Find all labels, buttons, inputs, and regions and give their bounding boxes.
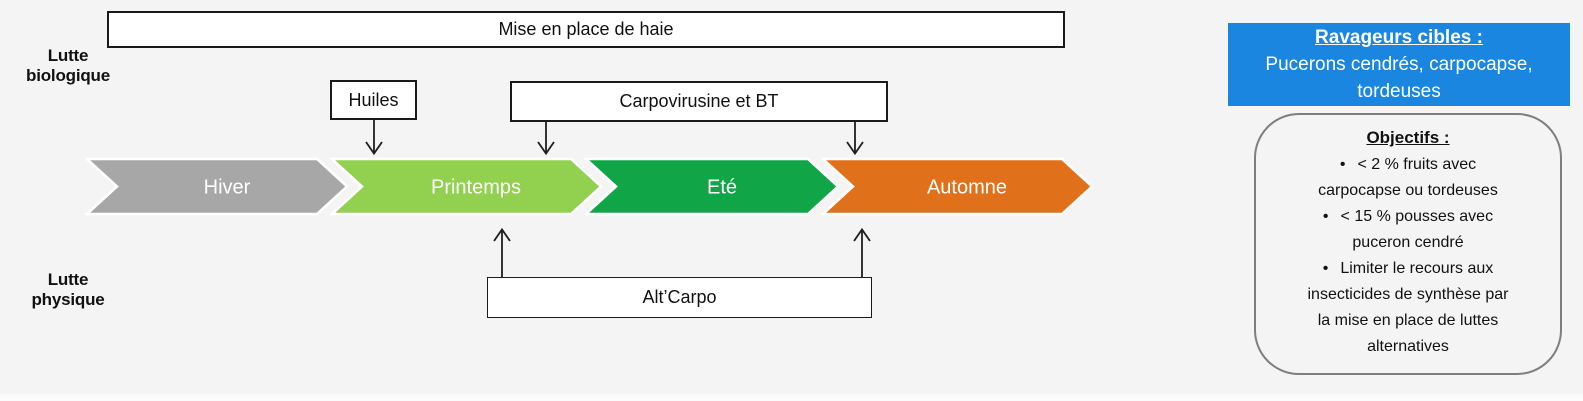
huiles-down-arrow xyxy=(365,120,383,156)
bullet-icon: • xyxy=(1322,208,1329,225)
altcarpo-box: Alt’Carpo xyxy=(487,277,872,318)
haie-box-label: Mise en place de haie xyxy=(498,19,674,39)
objectif-item-text: < 2 % fruits avec carpocapse ou tordeuse… xyxy=(1318,156,1498,199)
huiles-box-label: Huiles xyxy=(348,89,399,110)
ravageurs-cibles-text: Pucerons cendrés, carpocapse, tordeuses xyxy=(1265,54,1533,102)
objectif-item: •Limiter le recours aux insecticides de … xyxy=(1256,256,1560,360)
altcarpo-box-label: Alt’Carpo xyxy=(642,287,717,307)
objectif-item: • < 15 % pousses avec puceron cendré xyxy=(1256,204,1560,256)
season-chevron-hiver xyxy=(83,157,349,216)
carpovirusine-left-down-arrow xyxy=(537,122,555,156)
carpovirusine-box: Carpovirusine et BT xyxy=(510,81,888,122)
objectifs-title: Objectifs : xyxy=(1366,128,1450,147)
altcarpo-left-up-arrow xyxy=(493,227,511,277)
season-label-hiver: Hiver xyxy=(204,177,251,199)
season-chevrons: Hiver Printemps Eté Automne xyxy=(83,157,1094,216)
season-chevron-printemps xyxy=(328,157,603,216)
huiles-box: Huiles xyxy=(330,80,417,120)
season-label-printemps: Printemps xyxy=(431,177,521,199)
season-chevron-automne xyxy=(819,157,1094,216)
objectifs-panel: Objectifs : •< 2 % fruits avec carpocaps… xyxy=(1254,113,1562,375)
objectif-item: •< 2 % fruits avec carpocapse ou tordeus… xyxy=(1256,152,1560,204)
connector-arrows xyxy=(365,120,871,277)
slide-bottom-edge xyxy=(0,394,1583,401)
ravageurs-cibles-panel: Ravageurs cibles : Pucerons cendrés, car… xyxy=(1228,23,1570,106)
haie-box: Mise en place de haie xyxy=(107,11,1065,48)
bullet-icon: • xyxy=(1339,156,1346,173)
lutte-physique-label: Lutte physique xyxy=(31,270,105,309)
carpovirusine-right-down-arrow xyxy=(846,122,864,156)
bullet-icon: • xyxy=(1322,260,1329,277)
objectif-item-text: < 15 % pousses avec puceron cendré xyxy=(1340,208,1494,251)
objectif-item-text: Limiter le recours aux insecticides de s… xyxy=(1307,260,1509,355)
season-chevron-ete xyxy=(582,157,840,216)
ravageurs-cibles-title: Ravageurs cibles : xyxy=(1315,27,1483,48)
season-label-automne: Automne xyxy=(927,177,1007,199)
altcarpo-right-up-arrow xyxy=(853,227,871,277)
lutte-biologique-label: Lutte biologique xyxy=(26,46,110,85)
season-label-ete: Eté xyxy=(707,177,737,199)
carpovirusine-box-label: Carpovirusine et BT xyxy=(619,91,779,111)
